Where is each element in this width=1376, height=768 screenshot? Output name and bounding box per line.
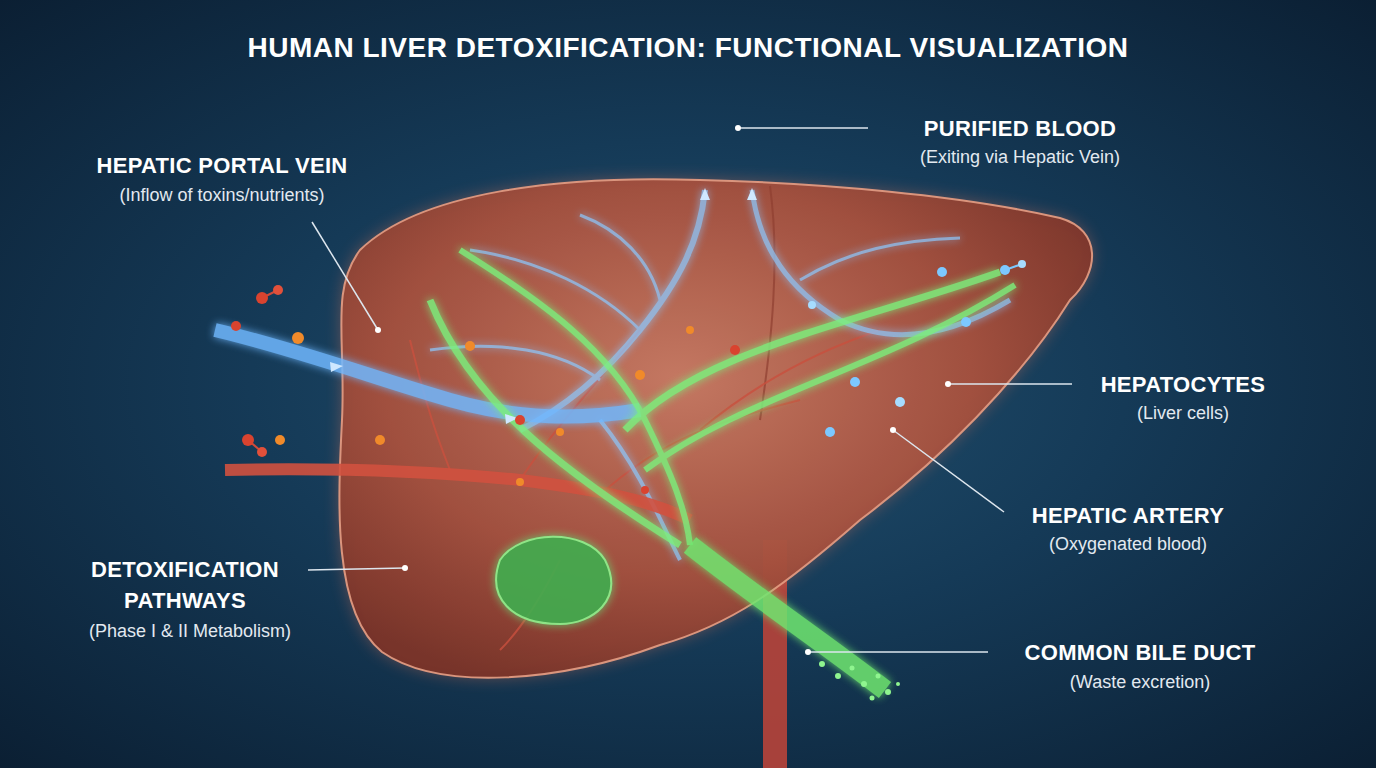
callout-note: (Exiting via Hepatic Vein) — [870, 145, 1170, 169]
toxin-atom — [515, 415, 525, 425]
pathway — [645, 285, 1015, 470]
toxin-atom — [256, 292, 268, 304]
callout-note: (Inflow of toxins/nutrients) — [67, 183, 377, 207]
toxin-atom — [556, 428, 564, 436]
flow-arrows — [330, 188, 757, 424]
toxin-molecules — [231, 285, 740, 494]
particle — [876, 674, 881, 679]
toxin-atom — [242, 434, 254, 446]
toxin-atom — [641, 486, 649, 494]
particle — [870, 696, 875, 701]
clean-atom — [961, 317, 971, 327]
hepatic-vein — [744, 0, 760, 190]
waste-particles — [819, 661, 900, 701]
toxin-atom — [231, 321, 241, 331]
particle — [850, 666, 855, 671]
detox-pathways — [430, 250, 1015, 545]
liver-glow — [339, 179, 1092, 678]
toxin-atom — [292, 332, 304, 344]
callout-heading: DETOXIFICATION PATHWAYS — [65, 554, 305, 616]
leader-dot — [890, 427, 896, 433]
flow-arrow — [747, 188, 757, 200]
pathway — [430, 300, 680, 545]
clean-atom — [937, 267, 947, 277]
leader-line — [738, 127, 868, 129]
leader-dot — [735, 125, 741, 131]
clean-atom — [1000, 265, 1010, 275]
particle — [861, 681, 867, 687]
callout-heading: COMMON BILE DUCT — [1000, 637, 1280, 668]
leader-dot — [375, 327, 381, 333]
callout-heading: HEPATIC PORTAL VEIN — [67, 150, 377, 181]
hepatic-artery-vessel — [225, 469, 690, 520]
callout-note: (Liver cells) — [1078, 401, 1288, 425]
callout-note: (Phase I & II Metabolism) — [65, 619, 315, 643]
callout-note: (Oxygenated blood) — [1003, 532, 1253, 556]
toxin-atom — [686, 326, 694, 334]
clean-atom — [808, 301, 816, 309]
clean-atom — [895, 397, 905, 407]
clean-atom — [1018, 260, 1026, 268]
clean-atom — [850, 377, 860, 387]
callout-heading: PURIFIED BLOOD — [870, 113, 1170, 144]
callout-heading: HEPATOCYTES — [1078, 369, 1288, 400]
hepatic-vein — [697, 0, 713, 190]
leader-line — [948, 383, 1072, 385]
callout-heading: HEPATIC ARTERY — [1003, 500, 1253, 531]
diagram-title: HUMAN LIVER DETOXIFICATION: FUNCTIONAL V… — [0, 30, 1376, 66]
leader-line — [893, 430, 1004, 512]
callout-note: (Waste excretion) — [1000, 670, 1280, 694]
leader-dot — [805, 649, 811, 655]
leader-lines — [308, 128, 1072, 652]
clean-atom — [825, 427, 835, 437]
gallbladder — [496, 537, 611, 624]
portal-vein — [215, 330, 640, 417]
leader-line — [808, 651, 988, 653]
clean-molecules — [808, 260, 1026, 437]
vein-branch — [580, 215, 660, 300]
toxin-atom — [635, 370, 645, 380]
leader-dot — [945, 381, 951, 387]
leader-dot — [402, 565, 408, 571]
toxin-atom — [516, 478, 524, 486]
bile-duct — [690, 545, 885, 690]
leader-dots — [375, 125, 951, 655]
leader-line — [312, 222, 378, 330]
toxin-atom — [730, 345, 740, 355]
toxin-atom — [257, 447, 267, 457]
liver-outline — [339, 179, 1092, 678]
leader-line — [308, 568, 405, 570]
toxin-atom — [375, 435, 385, 445]
particle — [819, 661, 825, 667]
pathway — [625, 272, 1000, 430]
particle — [896, 682, 900, 686]
toxin-atom — [275, 435, 285, 445]
vein-branch — [800, 238, 960, 280]
flow-arrow — [700, 188, 710, 200]
artery-branches — [410, 330, 880, 650]
artery-branch — [700, 330, 880, 430]
pathway — [460, 250, 690, 545]
vein-network — [430, 190, 1010, 560]
particle — [885, 689, 891, 695]
particle — [835, 673, 841, 679]
flow-arrow — [330, 362, 343, 372]
toxin-atom — [273, 285, 283, 295]
toxin-atom — [465, 341, 475, 351]
